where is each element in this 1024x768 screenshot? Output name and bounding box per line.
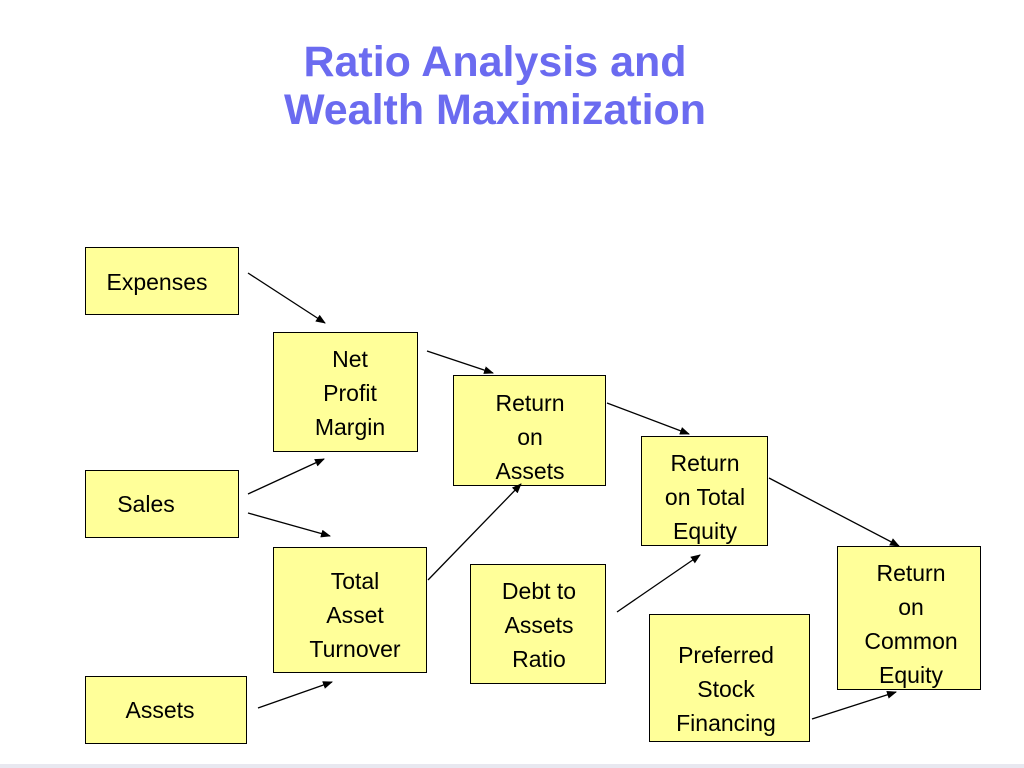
node-assets-label: Assets (125, 697, 195, 723)
node-total-asset-turnover-label: Total Asset Turnover (309, 568, 401, 662)
slide-title-line-1: Ratio Analysis and (303, 38, 687, 86)
arrow-sales-to-total-asset-turnover (247, 512, 331, 538)
arrow-assets-to-total-asset-turnover (257, 681, 333, 709)
slide-bottom-rule (0, 764, 1024, 768)
node-assets-box (85, 676, 247, 744)
arrow-sales-to-net-profit-margin (247, 458, 325, 495)
arrow-return-on-total-equity-to-return-on-common-equity (768, 477, 900, 547)
arrow-total-asset-turnover-to-return-on-assets (427, 483, 522, 581)
node-return-on-common-equity-box (837, 546, 981, 690)
node-return-on-total-equity-box (641, 436, 768, 546)
arrow-return-on-assets-to-return-on-total-equity (606, 402, 690, 435)
arrow-expenses-to-net-profit-margin (247, 272, 326, 324)
slide-title-line-2: Wealth Maximization (283, 86, 707, 134)
node-return-on-assets-label: Return on Assets (495, 390, 565, 484)
arrow-debt-to-assets-to-return-on-total-equity (616, 554, 701, 613)
node-net-profit-margin-label: Net Profit Margin (314, 346, 386, 440)
node-preferred-stock-financing-label: Preferred Stock Financing (676, 642, 776, 736)
node-return-on-common-equity-label: Return on Common Equity (864, 560, 958, 688)
slide-title: Ratio Analysis and Wealth Maximization (0, 38, 990, 134)
node-expenses-label: Expenses (106, 269, 208, 295)
node-debt-to-assets-ratio-box (470, 564, 606, 684)
node-debt-to-assets-ratio-label: Debt to Assets Ratio (501, 578, 577, 672)
node-preferred-stock-financing-box (649, 614, 810, 742)
node-sales-box (85, 470, 239, 538)
arrow-preferred-stock-to-return-on-common-equity (811, 690, 897, 720)
node-return-on-assets-box (453, 375, 606, 486)
arrow-net-profit-margin-to-return-on-assets (426, 350, 494, 374)
node-sales-label: Sales (117, 491, 175, 517)
node-net-profit-margin-box (273, 332, 418, 452)
node-total-asset-turnover-box (273, 547, 427, 673)
node-return-on-total-equity-label: Return on Total Equity (664, 450, 746, 544)
node-expenses-box (85, 247, 239, 315)
